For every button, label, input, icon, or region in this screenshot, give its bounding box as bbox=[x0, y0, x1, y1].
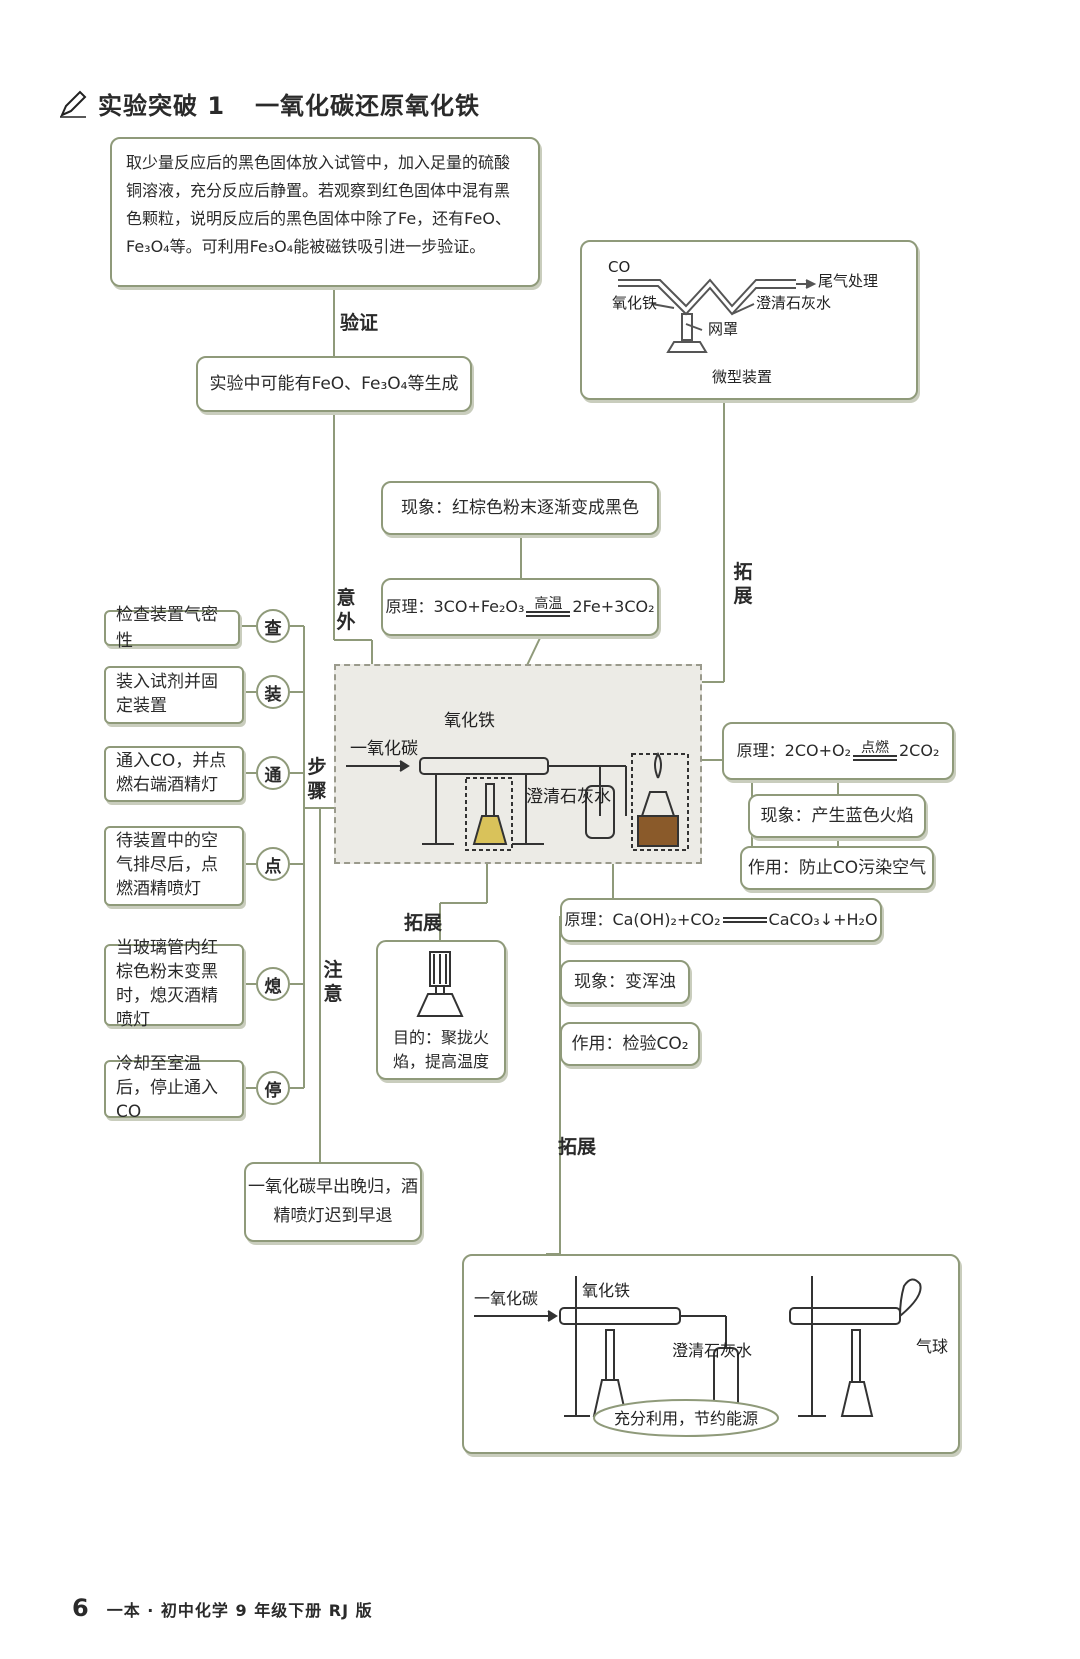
step-box-3: 通入CO，并点燃右端酒精灯 bbox=[104, 746, 244, 802]
lime-principle-box: 原理： Ca(OH)₂+CO₂ CaCO₃↓+H₂O bbox=[560, 898, 882, 942]
micro-tail-label: 尾气处理 bbox=[818, 272, 878, 290]
accident-text: 实验中可能有FeO、Fe₃O₄等生成 bbox=[209, 373, 459, 394]
verification-note-box: 取少量反应后的黑色固体放入试管中，加入足量的硫酸铜溶液，充分反应后静置。若观察到… bbox=[110, 137, 540, 287]
right-phenomenon-box: 现象：产生蓝色火焰 bbox=[748, 794, 926, 838]
verify-label: 验证 bbox=[340, 312, 379, 334]
step-key-5-text: 熄 bbox=[264, 976, 282, 997]
accident-box: 实验中可能有FeO、Fe₃O₄等生成 bbox=[196, 356, 472, 412]
step-text-4: 待装置中的空气排尽后，点燃酒精喷灯 bbox=[116, 831, 218, 899]
step-key-2-text: 装 bbox=[264, 684, 282, 705]
step-box-1: 检查装置气密性 bbox=[104, 605, 240, 651]
step-box-5: 当玻璃管内红棕色粉末变黑时，熄灭酒精喷灯 bbox=[104, 938, 244, 1030]
principle-main-box: 原理： 3CO+Fe₂O₃ 高温 2Fe+3CO₂ bbox=[381, 578, 659, 636]
right-principle-right: 2CO₂ bbox=[899, 740, 940, 760]
micro-device-diagram: CO 尾气处理 氧化铁 澄清石灰水 网罩 微型装置 bbox=[608, 258, 878, 386]
right-principle-box: 原理： 2CO+O₂ 点燃 2CO₂ bbox=[722, 722, 954, 780]
apparatus-photo: 一氧化碳 氧化铁 澄清石灰水 bbox=[334, 664, 702, 864]
notice-box: 一氧化碳早出晚归，酒精喷灯迟到早退 bbox=[244, 1162, 422, 1242]
bottom-limewater-label: 澄清石灰水 bbox=[672, 1341, 752, 1360]
step-text-5: 当玻璃管内红棕色粉末变黑时，熄灭酒精喷灯 bbox=[116, 938, 218, 1030]
lamp-text: 目的：聚拢火焰，提高温度 bbox=[392, 1028, 489, 1071]
step-key-5: 熄 bbox=[256, 967, 290, 1001]
step-box-6: 冷却至室温后，停止通入CO bbox=[104, 1054, 244, 1122]
principle-main-equals: 高温 bbox=[526, 596, 571, 617]
right-principle-left: 2CO+O₂ bbox=[784, 740, 851, 760]
bottom-balloon-label: 气球 bbox=[916, 1337, 948, 1356]
step-key-6: 停 bbox=[256, 1071, 290, 1105]
section-title-label: 实验突破 1 bbox=[98, 92, 226, 120]
bottom-extend-label: 拓展 bbox=[558, 1136, 597, 1158]
right-principle-condition: 点燃 bbox=[861, 740, 889, 756]
lime-principle-equals bbox=[722, 917, 767, 923]
lime-principle-prefix: 原理： bbox=[564, 909, 613, 929]
verification-note-text: 取少量反应后的黑色固体放入试管中，加入足量的硫酸铜溶液，充分反应后静置。若观察到… bbox=[126, 153, 511, 256]
footer-text: 一本 · 初中化学 9 年级下册 RJ 版 bbox=[106, 1601, 373, 1620]
step-key-4-text: 点 bbox=[264, 856, 282, 877]
step-key-2: 装 bbox=[256, 675, 290, 709]
lamp-diagram bbox=[416, 951, 464, 1017]
section-title: 一氧化碳还原氧化铁 bbox=[255, 92, 481, 120]
principle-main-left: 3CO+Fe₂O₃ bbox=[433, 596, 525, 616]
lamp-extend-label: 拓展 bbox=[404, 912, 443, 934]
steps-label: 步骤 bbox=[307, 756, 327, 802]
micro-device-box: CO 尾气处理 氧化铁 澄清石灰水 网罩 微型装置 bbox=[580, 240, 918, 400]
right-principle-prefix: 原理： bbox=[736, 740, 785, 760]
step-text-3: 通入CO，并点燃右端酒精灯 bbox=[116, 751, 227, 795]
right-function-text: 作用：防止CO污染空气 bbox=[747, 857, 927, 878]
bottom-co-label: 一氧化碳 bbox=[474, 1289, 538, 1308]
pencil-icon bbox=[60, 90, 87, 118]
apparatus-co-label: 一氧化碳 bbox=[350, 739, 418, 759]
step-text-6: 冷却至室温后，停止通入CO bbox=[116, 1054, 218, 1122]
step-box-2: 装入试剂并固定装置 bbox=[104, 666, 244, 724]
bottom-device-diagram: 一氧化碳 氧化铁 澄清石灰水 气球 充分利用，节约能源 bbox=[474, 1276, 948, 1437]
section-header: 实验突破 1 一氧化碳还原氧化铁 bbox=[58, 86, 480, 121]
step-key-6-text: 停 bbox=[264, 1080, 282, 1101]
lime-principle-left: Ca(OH)₂+CO₂ bbox=[612, 909, 721, 929]
micro-limewater-label: 澄清石灰水 bbox=[756, 294, 831, 312]
step-text-1: 检查装置气密性 bbox=[116, 604, 218, 651]
lime-phenomenon-box: 现象：变浑浊 bbox=[560, 960, 690, 1004]
notice-label: 注意 bbox=[323, 959, 343, 1005]
step-box-4: 待装置中的空气排尽后，点燃酒精喷灯 bbox=[104, 826, 244, 906]
apparatus-iron-oxide-label: 氧化铁 bbox=[444, 711, 495, 731]
principle-main-prefix: 原理： bbox=[385, 596, 434, 616]
apparatus-limewater-label: 澄清石灰水 bbox=[526, 787, 611, 807]
bottom-oval-text: 充分利用，节约能源 bbox=[614, 1409, 758, 1428]
bottom-iron-oxide-label: 氧化铁 bbox=[582, 1281, 630, 1300]
principle-main-condition: 高温 bbox=[534, 596, 563, 612]
lime-function-text: 作用：检验CO₂ bbox=[571, 1033, 689, 1054]
extend-label: 拓展 bbox=[733, 561, 753, 607]
micro-caption: 微型装置 bbox=[712, 368, 772, 386]
step-key-3-text: 通 bbox=[264, 765, 282, 786]
notice-text: 一氧化碳早出晚归，酒精喷灯迟到早退 bbox=[248, 1177, 418, 1226]
apparatus-diagram: 一氧化碳 氧化铁 澄清石灰水 bbox=[346, 711, 689, 851]
step-key-1: 查 bbox=[256, 609, 290, 643]
step-text-2: 装入试剂并固定装置 bbox=[116, 672, 218, 716]
micro-co-label: CO bbox=[608, 258, 630, 276]
lime-phenomenon-text: 现象：变浑浊 bbox=[574, 971, 676, 992]
phenomenon-main-box: 现象：红棕色粉末逐渐变成黑色 bbox=[381, 481, 659, 535]
step-key-3: 通 bbox=[256, 756, 290, 790]
phenomenon-main-text: 现象：红棕色粉末逐渐变成黑色 bbox=[401, 497, 639, 518]
lamp-box: 目的：聚拢火焰，提高温度 bbox=[376, 940, 506, 1080]
bottom-device-box: 一氧化碳 氧化铁 澄清石灰水 气球 充分利用，节约能源 bbox=[462, 1254, 960, 1454]
lime-principle-right: CaCO₃↓+H₂O bbox=[768, 909, 878, 929]
lime-function-box: 作用：检验CO₂ bbox=[560, 1022, 700, 1066]
right-function-box: 作用：防止CO污染空气 bbox=[740, 846, 934, 890]
right-principle-equals: 点燃 bbox=[853, 741, 897, 761]
right-phenomenon-text: 现象：产生蓝色火焰 bbox=[760, 805, 914, 826]
page-footer: 6 一本 · 初中化学 9 年级下册 RJ 版 bbox=[72, 1594, 373, 1622]
step-key-1-text: 查 bbox=[264, 618, 282, 639]
micro-mesh-label: 网罩 bbox=[708, 320, 738, 338]
page-number: 6 bbox=[72, 1594, 89, 1622]
step-key-4: 点 bbox=[256, 847, 290, 881]
accident-label: 意外 bbox=[336, 587, 356, 633]
principle-main-right: 2Fe+3CO₂ bbox=[572, 596, 655, 616]
micro-iron-oxide-label: 氧化铁 bbox=[612, 294, 657, 312]
